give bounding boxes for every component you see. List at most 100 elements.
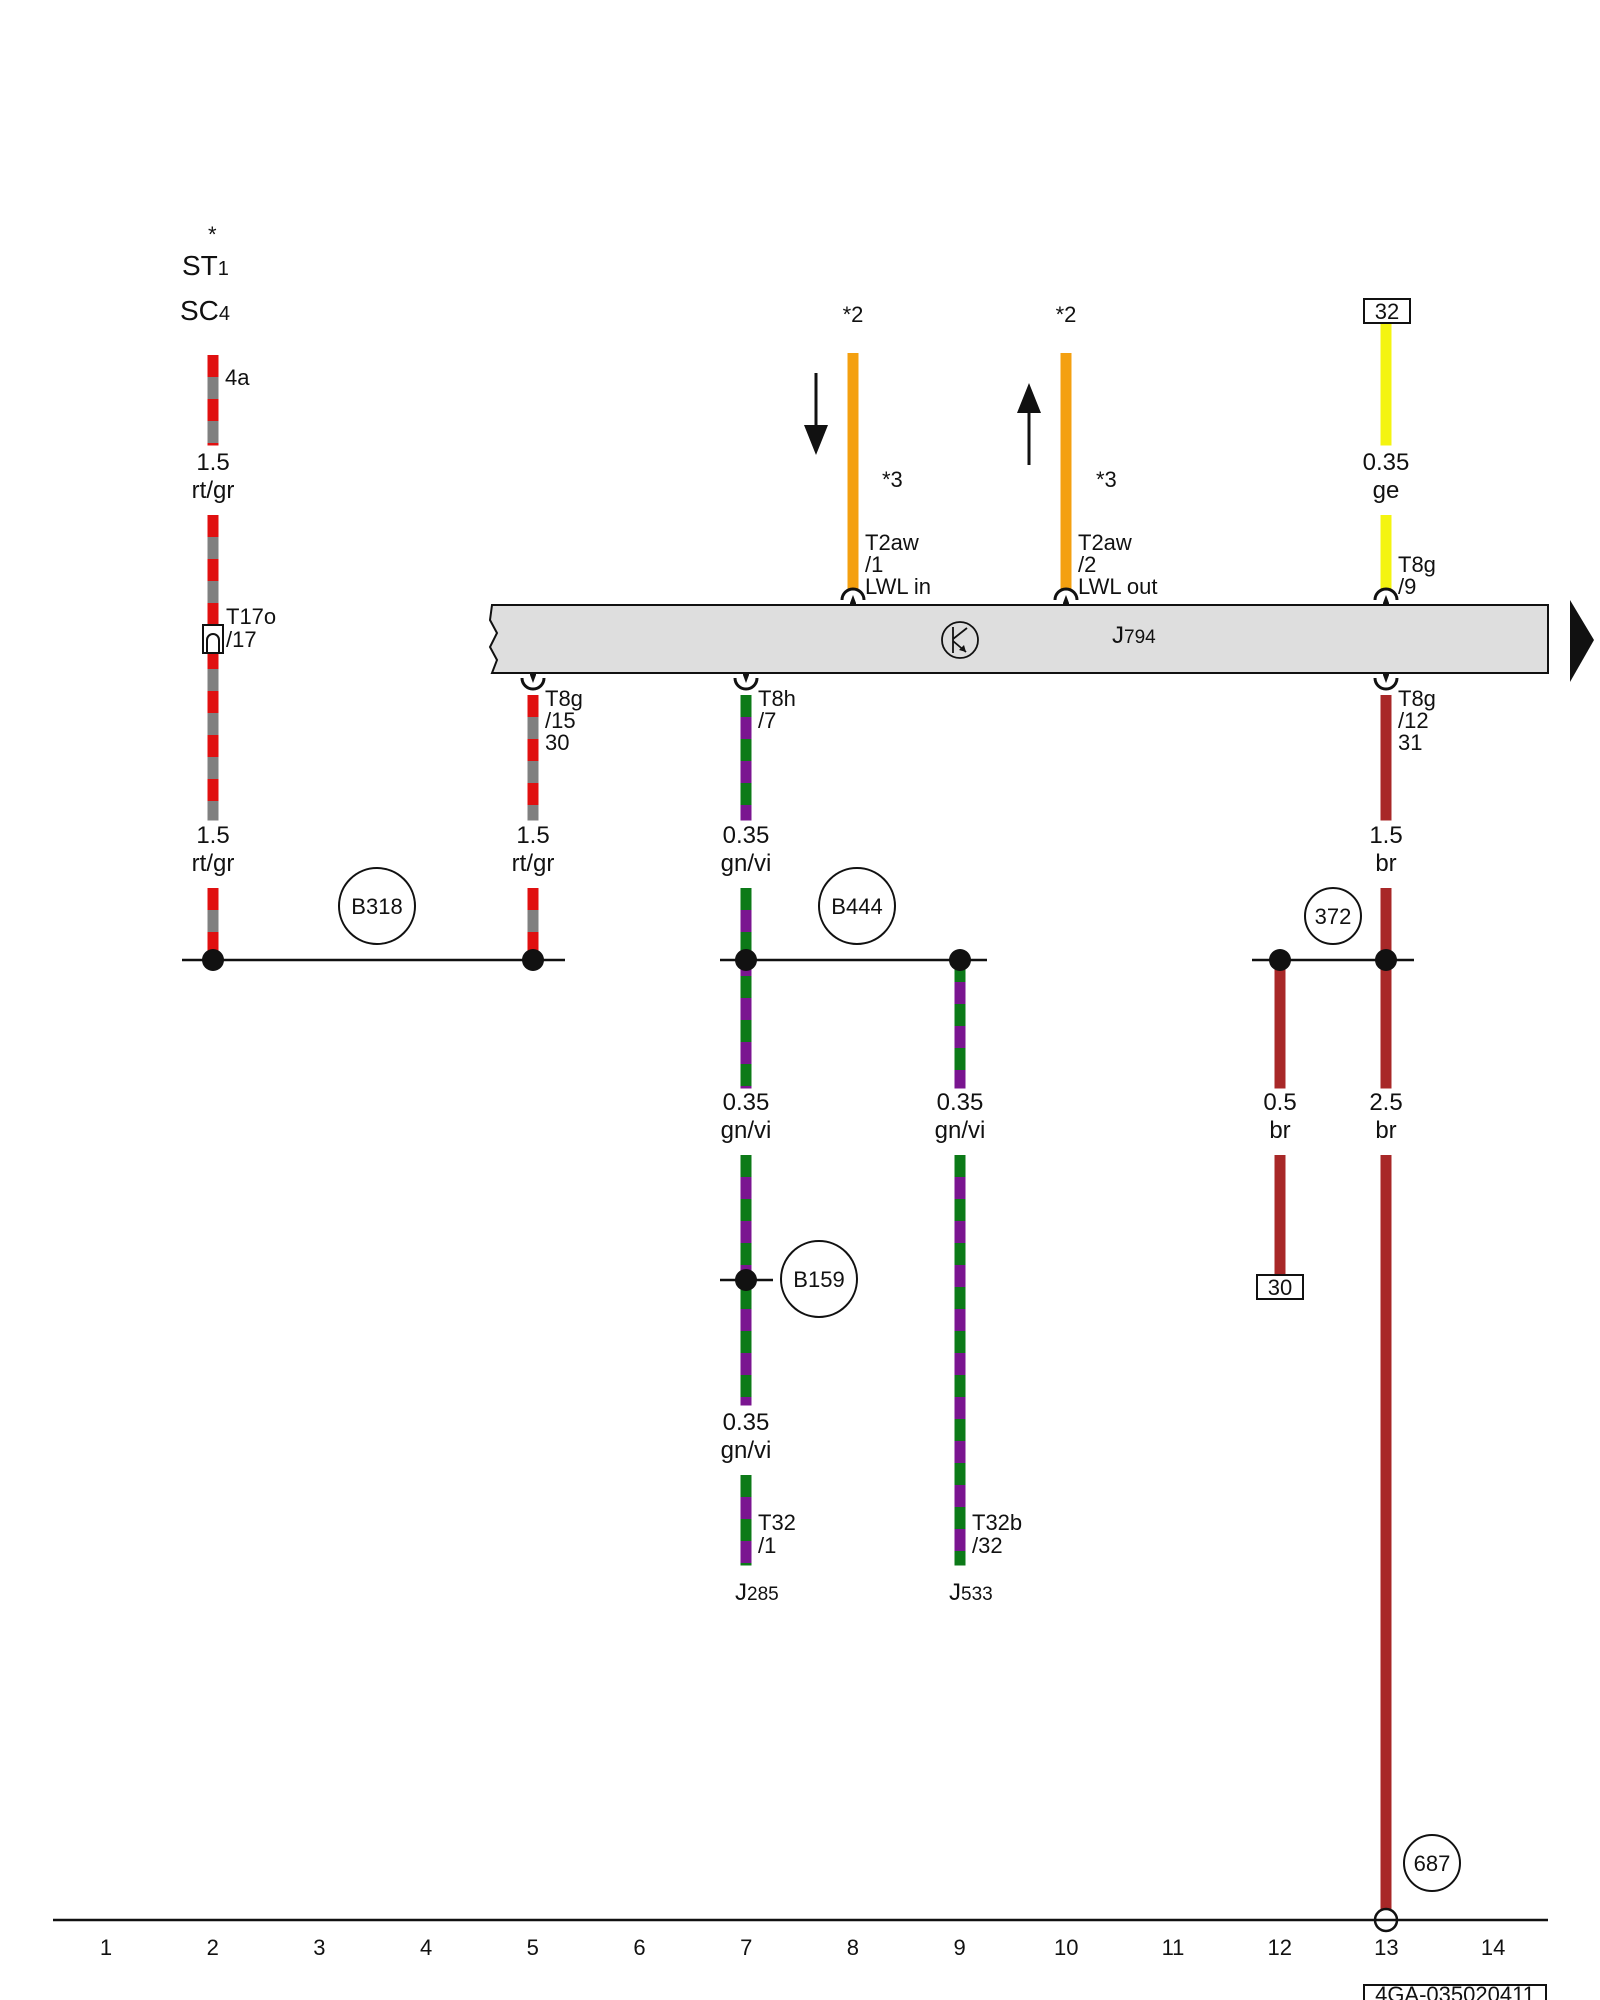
wire-segment	[207, 801, 219, 821]
svg-text:br: br	[1269, 1117, 1290, 1144]
wire-label-st-top: 1.5 rt/gr	[192, 449, 235, 504]
wire-t8h7-b	[740, 888, 752, 1089]
wire-segment	[207, 399, 219, 422]
svg-text:gn/vi: gn/vi	[721, 850, 772, 877]
pin-t8h7-icon	[733, 672, 759, 691]
wire-st-top	[207, 355, 219, 446]
svg-text:1.5: 1.5	[516, 822, 549, 849]
wire-segment	[954, 960, 966, 983]
svg-text:B159: B159	[793, 1267, 844, 1292]
column-number: 5	[527, 1935, 539, 1960]
wire-segment	[954, 1199, 966, 1222]
wire-segment	[954, 1375, 966, 1398]
wire-br12-b	[1380, 888, 1392, 961]
junction-dot	[735, 949, 757, 971]
wire-segment	[740, 1177, 752, 1200]
header-star: *	[208, 222, 217, 247]
module-label: J794	[1112, 622, 1156, 649]
wire-lwl-out	[1060, 353, 1072, 591]
wire-j533-b	[954, 1155, 966, 1566]
wire-segment	[1380, 695, 1392, 821]
wire-segment	[527, 783, 539, 806]
pin-t2aw2-icon	[1053, 587, 1079, 606]
wire-segment	[740, 1243, 752, 1266]
svg-text:T8h: T8h	[758, 686, 796, 711]
svg-text:/1: /1	[758, 1533, 776, 1558]
bus-node-icon	[941, 621, 979, 659]
svg-text:/15: /15	[545, 708, 576, 733]
wire-segment	[207, 735, 219, 758]
ref-687: 687	[1403, 1834, 1461, 1892]
wire-label-t8h7: 0.35 gn/vi	[721, 822, 772, 877]
wire-segment	[954, 1419, 966, 1442]
wire-segment	[954, 1070, 966, 1089]
wire-segment	[847, 353, 859, 591]
svg-text:1.5: 1.5	[196, 822, 229, 849]
footnote-3-b: *3	[1096, 467, 1117, 492]
wire-ge-bot	[1380, 515, 1392, 591]
wire-segment	[207, 421, 219, 444]
svg-text:gn/vi: gn/vi	[721, 1117, 772, 1144]
column-number: 4	[420, 1935, 432, 1960]
wire-segment	[954, 1397, 966, 1420]
component-j285: J285	[735, 1579, 779, 1606]
wire-segment	[954, 1265, 966, 1288]
wire-label-j285-a: 0.35 gn/vi	[721, 1089, 772, 1144]
wire-segment	[954, 1551, 966, 1566]
junction-dot	[202, 949, 224, 971]
junction-dot	[735, 1269, 757, 1291]
header-sc: SC4	[180, 295, 230, 326]
wire-segment	[954, 1331, 966, 1354]
wire-segment	[527, 932, 539, 955]
svg-text:LWL in: LWL in	[865, 574, 931, 599]
wire-segment	[527, 739, 539, 762]
wire-br05-a	[1274, 960, 1286, 1089]
wire-segment	[740, 1064, 752, 1087]
wire-segment	[1380, 888, 1392, 961]
document-id: 4GA-035020411	[1363, 1982, 1547, 2000]
wire-segment	[527, 695, 539, 718]
svg-text:B318: B318	[351, 894, 402, 919]
wire-t8g15	[527, 695, 539, 821]
column-number: 7	[740, 1935, 752, 1960]
wire-label-j533: 0.35 gn/vi	[935, 1089, 986, 1144]
svg-text:32: 32	[1375, 299, 1399, 324]
wire-segment	[740, 783, 752, 806]
wire-ge-top	[1380, 323, 1392, 446]
wire-br12	[1380, 695, 1392, 821]
wire-segment	[207, 713, 219, 736]
wire-segment	[1274, 960, 1286, 1089]
svg-text:/17: /17	[226, 627, 257, 652]
pin-t8g9-icon	[1373, 587, 1399, 606]
svg-text:B444: B444	[831, 894, 882, 919]
column-number: 8	[847, 1935, 859, 1960]
wire-label-t8g15: 1.5 rt/gr	[512, 822, 555, 877]
ref-372: 372	[1304, 887, 1362, 945]
svg-text:/32: /32	[972, 1533, 1003, 1558]
wire-segment	[740, 998, 752, 1021]
svg-text:T2aw: T2aw	[1078, 530, 1132, 555]
svg-text:T17o: T17o	[226, 604, 276, 629]
wire-segment	[740, 1563, 752, 1566]
wire-br25-b	[1380, 1155, 1392, 1919]
svg-text:687: 687	[1414, 1851, 1451, 1876]
pin-t2aw1-icon	[840, 587, 866, 606]
wire-segment	[207, 377, 219, 400]
junction-dot	[949, 949, 971, 971]
wire-segment	[740, 1397, 752, 1406]
wire-segment	[740, 910, 752, 933]
column-number: 14	[1481, 1935, 1505, 1960]
wire-layer	[207, 323, 1392, 1919]
continuation-arrow-icon	[1570, 600, 1594, 682]
wire-segment	[954, 1485, 966, 1508]
wire-segment	[207, 355, 219, 378]
wire-segment	[740, 1221, 752, 1244]
column-number: 1	[100, 1935, 112, 1960]
svg-text:T32b: T32b	[972, 1510, 1022, 1535]
wire-segment	[1380, 1155, 1392, 1919]
wire-segment	[954, 982, 966, 1005]
wire-lwl-in	[847, 353, 859, 591]
column-number: 9	[953, 1935, 965, 1960]
wire-segment	[740, 761, 752, 784]
wire-segment	[207, 757, 219, 780]
